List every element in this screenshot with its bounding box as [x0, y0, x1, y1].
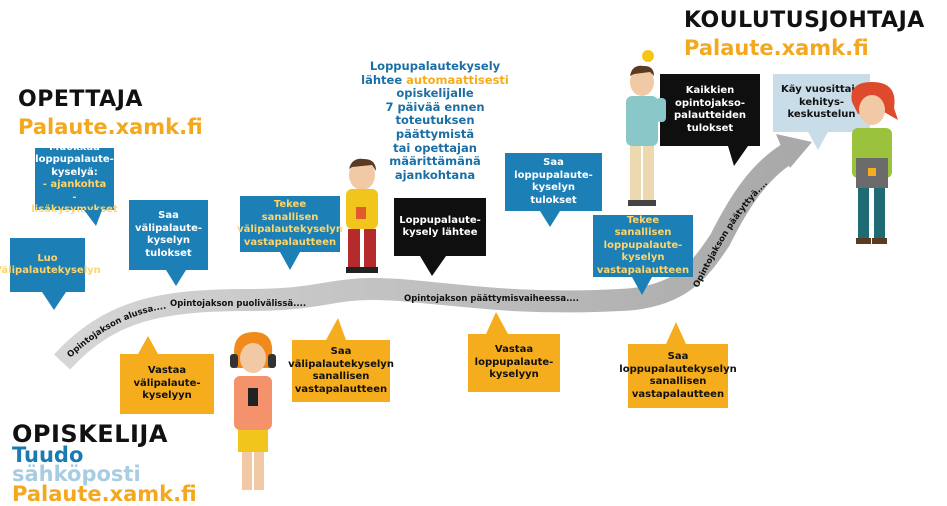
student-channel-email: sähköposti	[12, 462, 141, 486]
student-heading: OPISKELIJA	[12, 420, 168, 448]
center-note-line6: päättymistä	[395, 126, 475, 141]
center-note-line9: ajankohtana	[394, 167, 476, 182]
center-note-line1: Loppupalautekysely	[369, 59, 501, 73]
bubble-kay-tail	[808, 132, 828, 150]
director-figure-idea	[626, 50, 666, 206]
bubble-muokkaa-tail	[84, 210, 102, 226]
director-figure-laptop	[851, 82, 898, 244]
bubble-loppu-lahtee: Loppupalaute-kysely lähtee	[394, 198, 486, 256]
timeline-label-ended: Opintojakson päätyttyä....	[692, 179, 770, 290]
bubble-saa-loppu-sanallisen-tail	[666, 322, 686, 344]
bubble-muokkaa: Muokkaa loppupalaute- kyselyä: - ajankoh…	[31, 141, 118, 216]
bubble-vastaa-loppu-tail	[486, 312, 508, 334]
bubble-saa-loppu-tail	[540, 211, 560, 227]
timeline-label-middle: Opintojakson puolivälissä....	[170, 299, 306, 309]
bubble-tekee-loppu-tail	[632, 277, 652, 295]
teacher-url: Palaute.xamk.fi	[18, 115, 203, 139]
center-note-line3: opiskelijalle	[396, 86, 474, 101]
teacher-heading: OPETTAJA	[18, 87, 143, 112]
center-note-line5: toteutuksen	[395, 113, 475, 128]
center-note-line8: määrittämänä	[389, 154, 481, 169]
bubble-saa-vali-tail	[166, 270, 186, 286]
center-note: Loppupalautekysely lähtee automaattisest…	[360, 59, 510, 182]
teacher-figure-coffee	[346, 158, 378, 273]
student-figure-headphones	[230, 332, 276, 490]
bubble-tekee-vali-tail	[280, 252, 300, 270]
bubble-loppu-lahtee-tail	[420, 256, 446, 276]
center-note-line2: lähtee automaattisesti	[361, 72, 509, 87]
bubble-vastaa-vali-tail	[138, 336, 158, 354]
student-channel-tuudo: Tuudo	[12, 443, 84, 467]
bubble-kaikkien-tail	[728, 146, 748, 166]
director-url: Palaute.xamk.fi	[684, 36, 869, 60]
timeline-label-end-phase: Opintojakson päättymisvaiheessa....	[404, 294, 579, 304]
bubble-luo-tail	[42, 292, 66, 310]
center-note-line7: tai opettajan	[393, 140, 477, 155]
director-heading: KOULUTUSJOHTAJA	[684, 8, 925, 33]
student-channel-palaute: Palaute.xamk.fi	[12, 482, 197, 506]
bubble-saa-vali-sanallisen-tail	[326, 318, 346, 340]
center-note-line4: 7 päivää ennen	[385, 99, 485, 114]
